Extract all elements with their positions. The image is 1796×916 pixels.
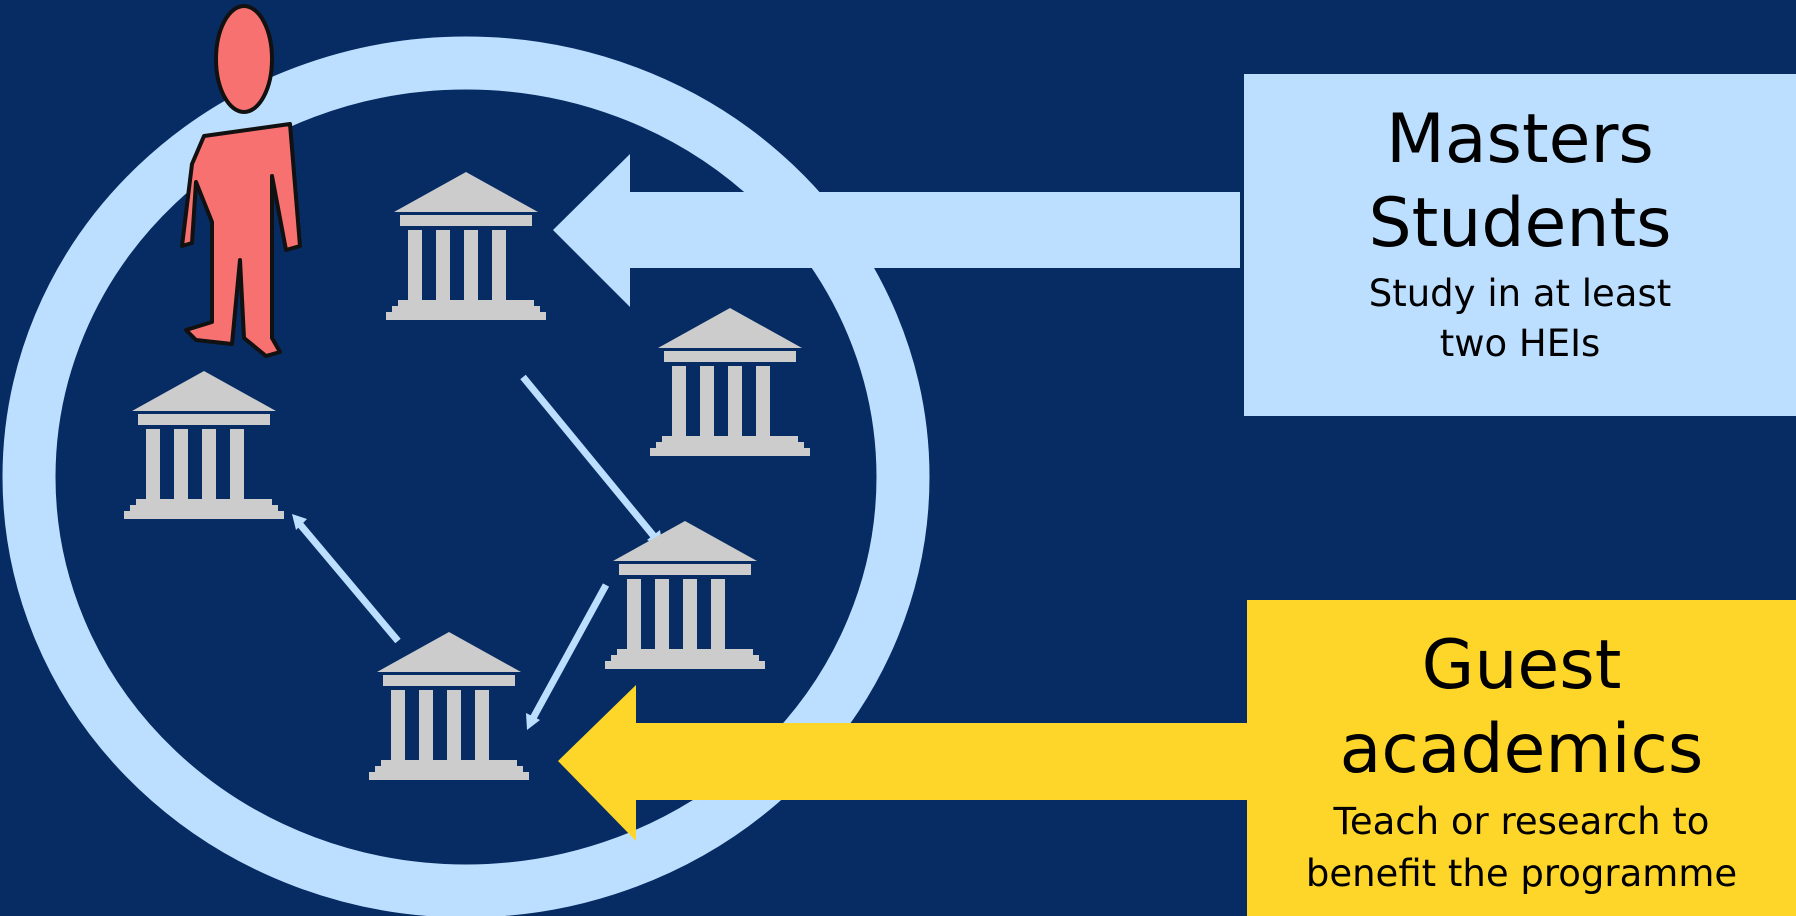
institution-building-icon <box>124 371 284 519</box>
institution-building-icon <box>650 308 810 456</box>
mobility-arrow-3 <box>295 519 401 644</box>
student-person-icon <box>180 4 302 358</box>
guest-desc-line1: Teach or research to <box>1333 800 1710 843</box>
masters-desc-line1: Study in at least <box>1368 272 1672 315</box>
guest-academics-box: Guest academics Teach or research to ben… <box>1247 600 1796 916</box>
mobility-arrow-2 <box>528 583 610 722</box>
institution-building-icon <box>369 632 529 780</box>
institution-building-icon <box>605 521 765 669</box>
masters-desc-line2: two HEIs <box>1439 322 1601 365</box>
institution-building-icon <box>386 172 546 320</box>
masters-arrow <box>553 154 1240 307</box>
masters-title-line2: Students <box>1368 184 1672 263</box>
masters-students-box: Masters Students Study in at least two H… <box>1244 74 1796 416</box>
masters-title-line1: Masters <box>1386 100 1654 179</box>
mobility-arrow-1 <box>520 374 660 543</box>
mobility-ring <box>2 36 930 916</box>
guest-title-line1: Guest <box>1421 626 1622 705</box>
guest-title-line2: academics <box>1339 710 1704 789</box>
guest-desc-line2: benefit the programme <box>1305 852 1738 895</box>
guest-arrow <box>558 685 1248 841</box>
